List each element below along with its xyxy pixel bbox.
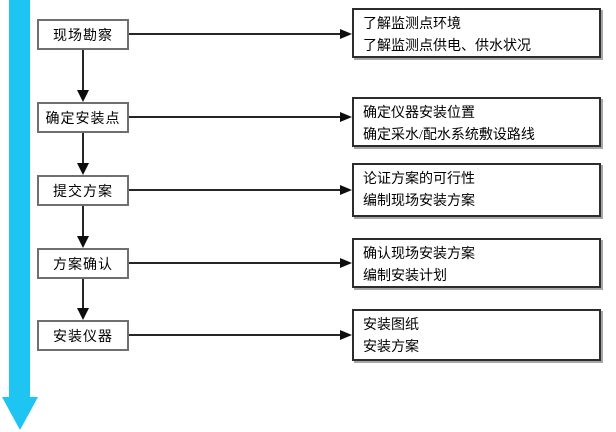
connector-line-right-3	[129, 189, 341, 191]
timeline-down-arrow-icon	[2, 0, 38, 430]
connector-line-right-4	[129, 262, 341, 264]
flow-step-box-2: 确定安装点	[37, 102, 129, 133]
flow-note-box-3: 论证方案的可行性 编制现场安装方案	[352, 163, 601, 217]
flow-note-box-2: 确定仪器安装位置 确定采水/配水系统敷设路线	[352, 97, 601, 147]
connector-line-right-5	[129, 334, 341, 336]
flow-step-box-1: 现场勘察	[37, 19, 129, 50]
connector-line-down-3	[82, 206, 84, 236]
flow-note-line: 确定采水/配水系统敷设路线	[363, 128, 535, 143]
flow-note-box-5: 安装图纸 安装方案	[352, 309, 601, 361]
flow-note-line: 确认现场安装方案	[363, 247, 475, 262]
flow-step-label-3: 提交方案	[53, 184, 113, 200]
arrowhead-right-icon-4	[340, 258, 352, 268]
connector-line-right-2	[129, 116, 341, 118]
connector-line-down-1	[82, 50, 84, 90]
flow-note-box-1: 了解监测点环境 了解监测点供电、供水状况	[352, 8, 601, 58]
arrowhead-down-icon-3	[77, 236, 89, 248]
flow-note-line: 确定仪器安装位置	[363, 106, 475, 121]
timeline-down-arrow-shape	[2, 0, 38, 430]
flow-note-line: 编制安装计划	[363, 269, 447, 284]
flow-note-line: 安装图纸	[363, 318, 419, 333]
flow-step-label-2: 确定安装点	[45, 111, 121, 127]
arrowhead-right-icon-3	[340, 185, 352, 195]
connector-line-down-4	[82, 279, 84, 308]
arrowhead-down-icon-2	[77, 163, 89, 175]
flow-step-label-5: 安装仪器	[53, 329, 113, 345]
connector-line-down-2	[82, 133, 84, 163]
arrowhead-right-icon-2	[340, 112, 352, 122]
arrowhead-down-icon-4	[77, 308, 89, 320]
flow-note-line: 了解监测点供电、供水状况	[363, 39, 531, 54]
arrowhead-down-icon-1	[77, 90, 89, 102]
flow-step-label-1: 现场勘察	[53, 28, 113, 44]
flow-note-line: 了解监测点环境	[363, 17, 461, 32]
flow-step-box-4: 方案确认	[37, 248, 129, 279]
flow-step-box-3: 提交方案	[37, 175, 129, 206]
flow-note-line: 编制现场安装方案	[363, 194, 475, 209]
arrowhead-right-icon-5	[340, 330, 352, 340]
flow-step-label-4: 方案确认	[53, 257, 113, 273]
connector-line-right-1	[129, 33, 341, 35]
flow-step-box-5: 安装仪器	[37, 320, 129, 351]
arrowhead-right-icon-1	[340, 29, 352, 39]
flow-note-box-4: 确认现场安装方案 编制安装计划	[352, 238, 601, 288]
flow-note-line: 论证方案的可行性	[363, 172, 475, 187]
flow-note-line: 安装方案	[363, 340, 419, 355]
